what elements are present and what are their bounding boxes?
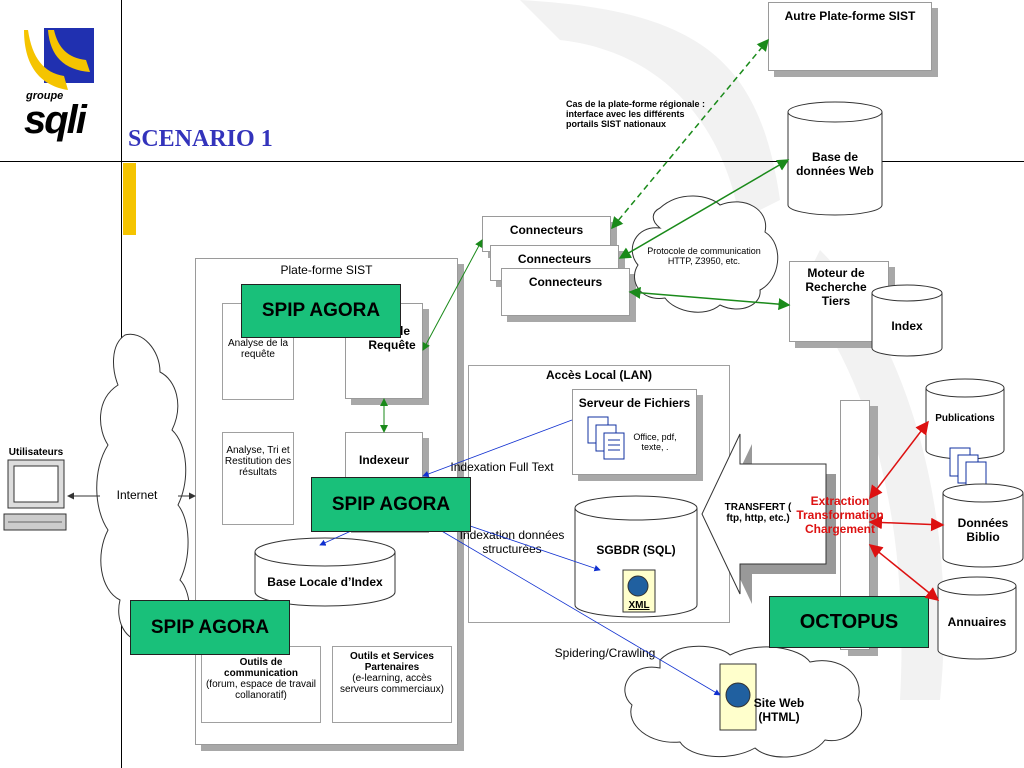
connecteurs-box-3: Connecteurs — [501, 268, 630, 316]
moteur-label: Moteur de Recherche Tiers — [805, 266, 867, 308]
horizontal-divider — [0, 161, 1024, 162]
transfert-label: TRANSFERT ( ftp, http, etc.) — [724, 502, 792, 524]
connecteurs-label-2: Connecteurs — [517, 252, 592, 266]
platform-sist-title: Plate-forme SIST — [280, 263, 373, 277]
outils-com-desc: (forum, espace de travail collanoratif) — [205, 679, 317, 701]
autre-plateforme-label: Autre Plate-forme SIST — [784, 9, 916, 23]
index-label: Index — [891, 319, 923, 333]
internet-label: Internet — [116, 488, 158, 502]
logo-groupe-text: groupe — [26, 90, 64, 102]
yellow-accent-bar — [123, 163, 136, 235]
outils-com-box: Outils de communication (forum, espace d… — [201, 646, 321, 723]
outils-com-title: Outils de communication — [224, 657, 298, 679]
sgbdr-label: SGBDR (SQL) — [596, 543, 676, 557]
utilisateurs-label: Utilisateurs — [8, 447, 64, 458]
donnees-biblio-label: Données Biblio — [957, 516, 1009, 544]
logo-mark-icon — [24, 28, 94, 90]
analyse-tri-label: Analyse, Tri et Restitution des résultat… — [224, 445, 292, 478]
connecteurs-label-1: Connecteurs — [509, 223, 584, 237]
indexation-full-label: Indexation Full Text — [450, 460, 554, 474]
annuaires-label: Annuaires — [947, 615, 1007, 629]
xml-label: XML — [628, 600, 650, 611]
outils-services-box: Outils et Services Partenaires (e-learni… — [332, 646, 452, 723]
analyse-tri-box: Analyse, Tri et Restitution des résultat… — [222, 432, 294, 525]
sqli-logo: groupe sqli — [24, 28, 96, 148]
spip-agora-badge-2: SPIP AGORA — [311, 477, 471, 532]
office-label: Office, pdf, texte, . — [633, 432, 677, 452]
analyse-requete-label: Analyse de la requête — [227, 338, 289, 360]
connecteurs-label-3: Connecteurs — [528, 275, 603, 289]
spidering-label: Spidering/Crawling — [554, 646, 656, 660]
base-locale-label: Base Locale d’Index — [267, 575, 383, 589]
octopus-badge: OCTOPUS — [769, 596, 929, 648]
spip-agora-badge-1: SPIP AGORA — [241, 284, 401, 338]
base-web-label: Base de données Web — [796, 150, 874, 178]
publications-label: Publications — [935, 413, 995, 424]
site-web-label: Site Web (HTML) — [753, 696, 805, 724]
page-title: SCENARIO 1 — [128, 126, 273, 152]
spip-agora-badge-3: SPIP AGORA — [130, 600, 290, 655]
logo-brand-text: sqli — [24, 98, 87, 142]
extraction-label: Extraction Transformation Chargement — [796, 494, 884, 536]
acces-local-title: Accès Local (LAN) — [545, 368, 653, 382]
indexeur-label: Indexeur — [358, 453, 409, 467]
outils-services-desc: (e-learning, accès serveurs commerciaux) — [340, 673, 444, 695]
autre-plateforme-box: Autre Plate-forme SIST — [768, 2, 932, 71]
outils-services-title: Outils et Services Partenaires — [350, 651, 434, 673]
serveur-fichiers-label: Serveur de Fichiers — [578, 396, 691, 410]
